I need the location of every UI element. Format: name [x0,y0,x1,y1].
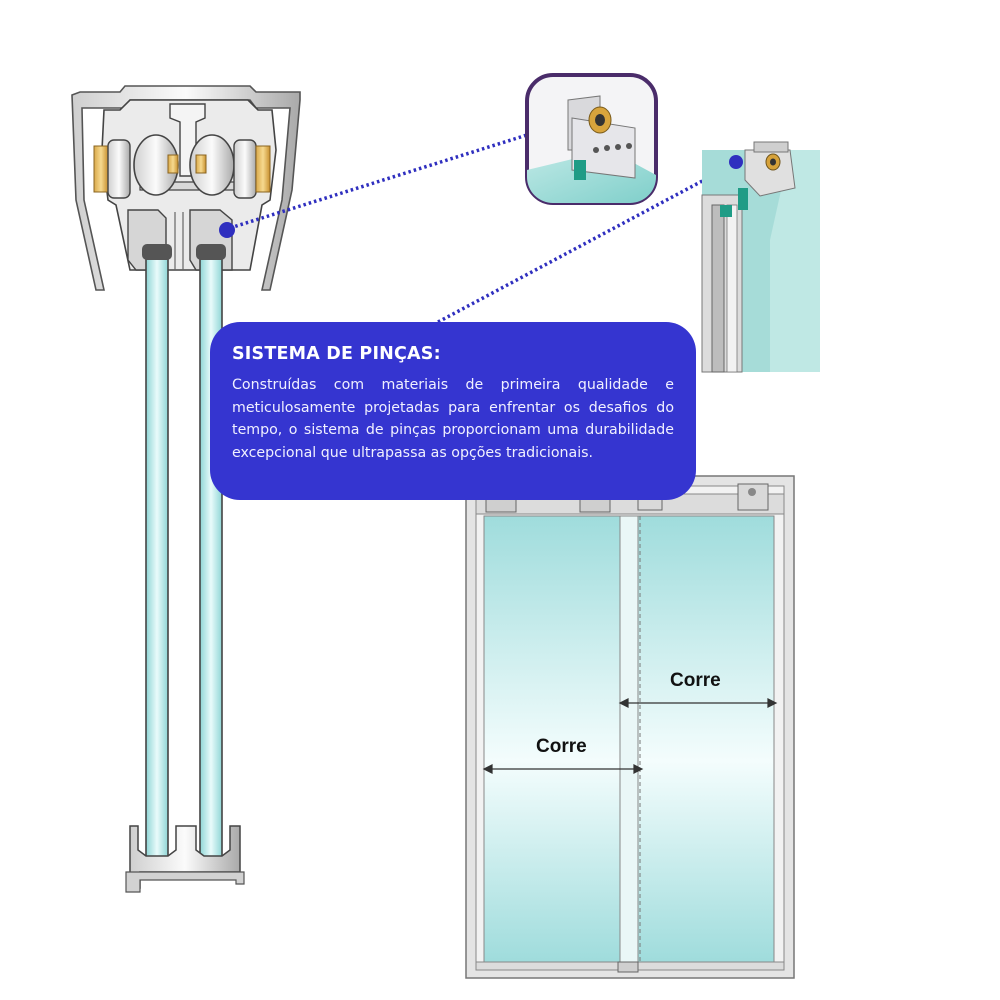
connector-line-rail [437,161,737,324]
rail-closeup-image [701,141,820,373]
door-elevation [465,475,795,979]
callout-title: SISTEMA DE PINÇAS: [232,344,441,364]
connector-line-profile [229,133,528,230]
arrow-left-panel [482,764,644,774]
corre-label-right: Corre [670,670,721,691]
callout-body: Construídas com materiais de primeira qu… [232,377,674,461]
corre-label-left: Corre [536,736,587,757]
callout-box: SISTEMA DE PINÇAS: Construídas com mater… [210,322,696,500]
arrow-right-panel [618,698,778,708]
clamp-thumbnail [525,73,658,205]
